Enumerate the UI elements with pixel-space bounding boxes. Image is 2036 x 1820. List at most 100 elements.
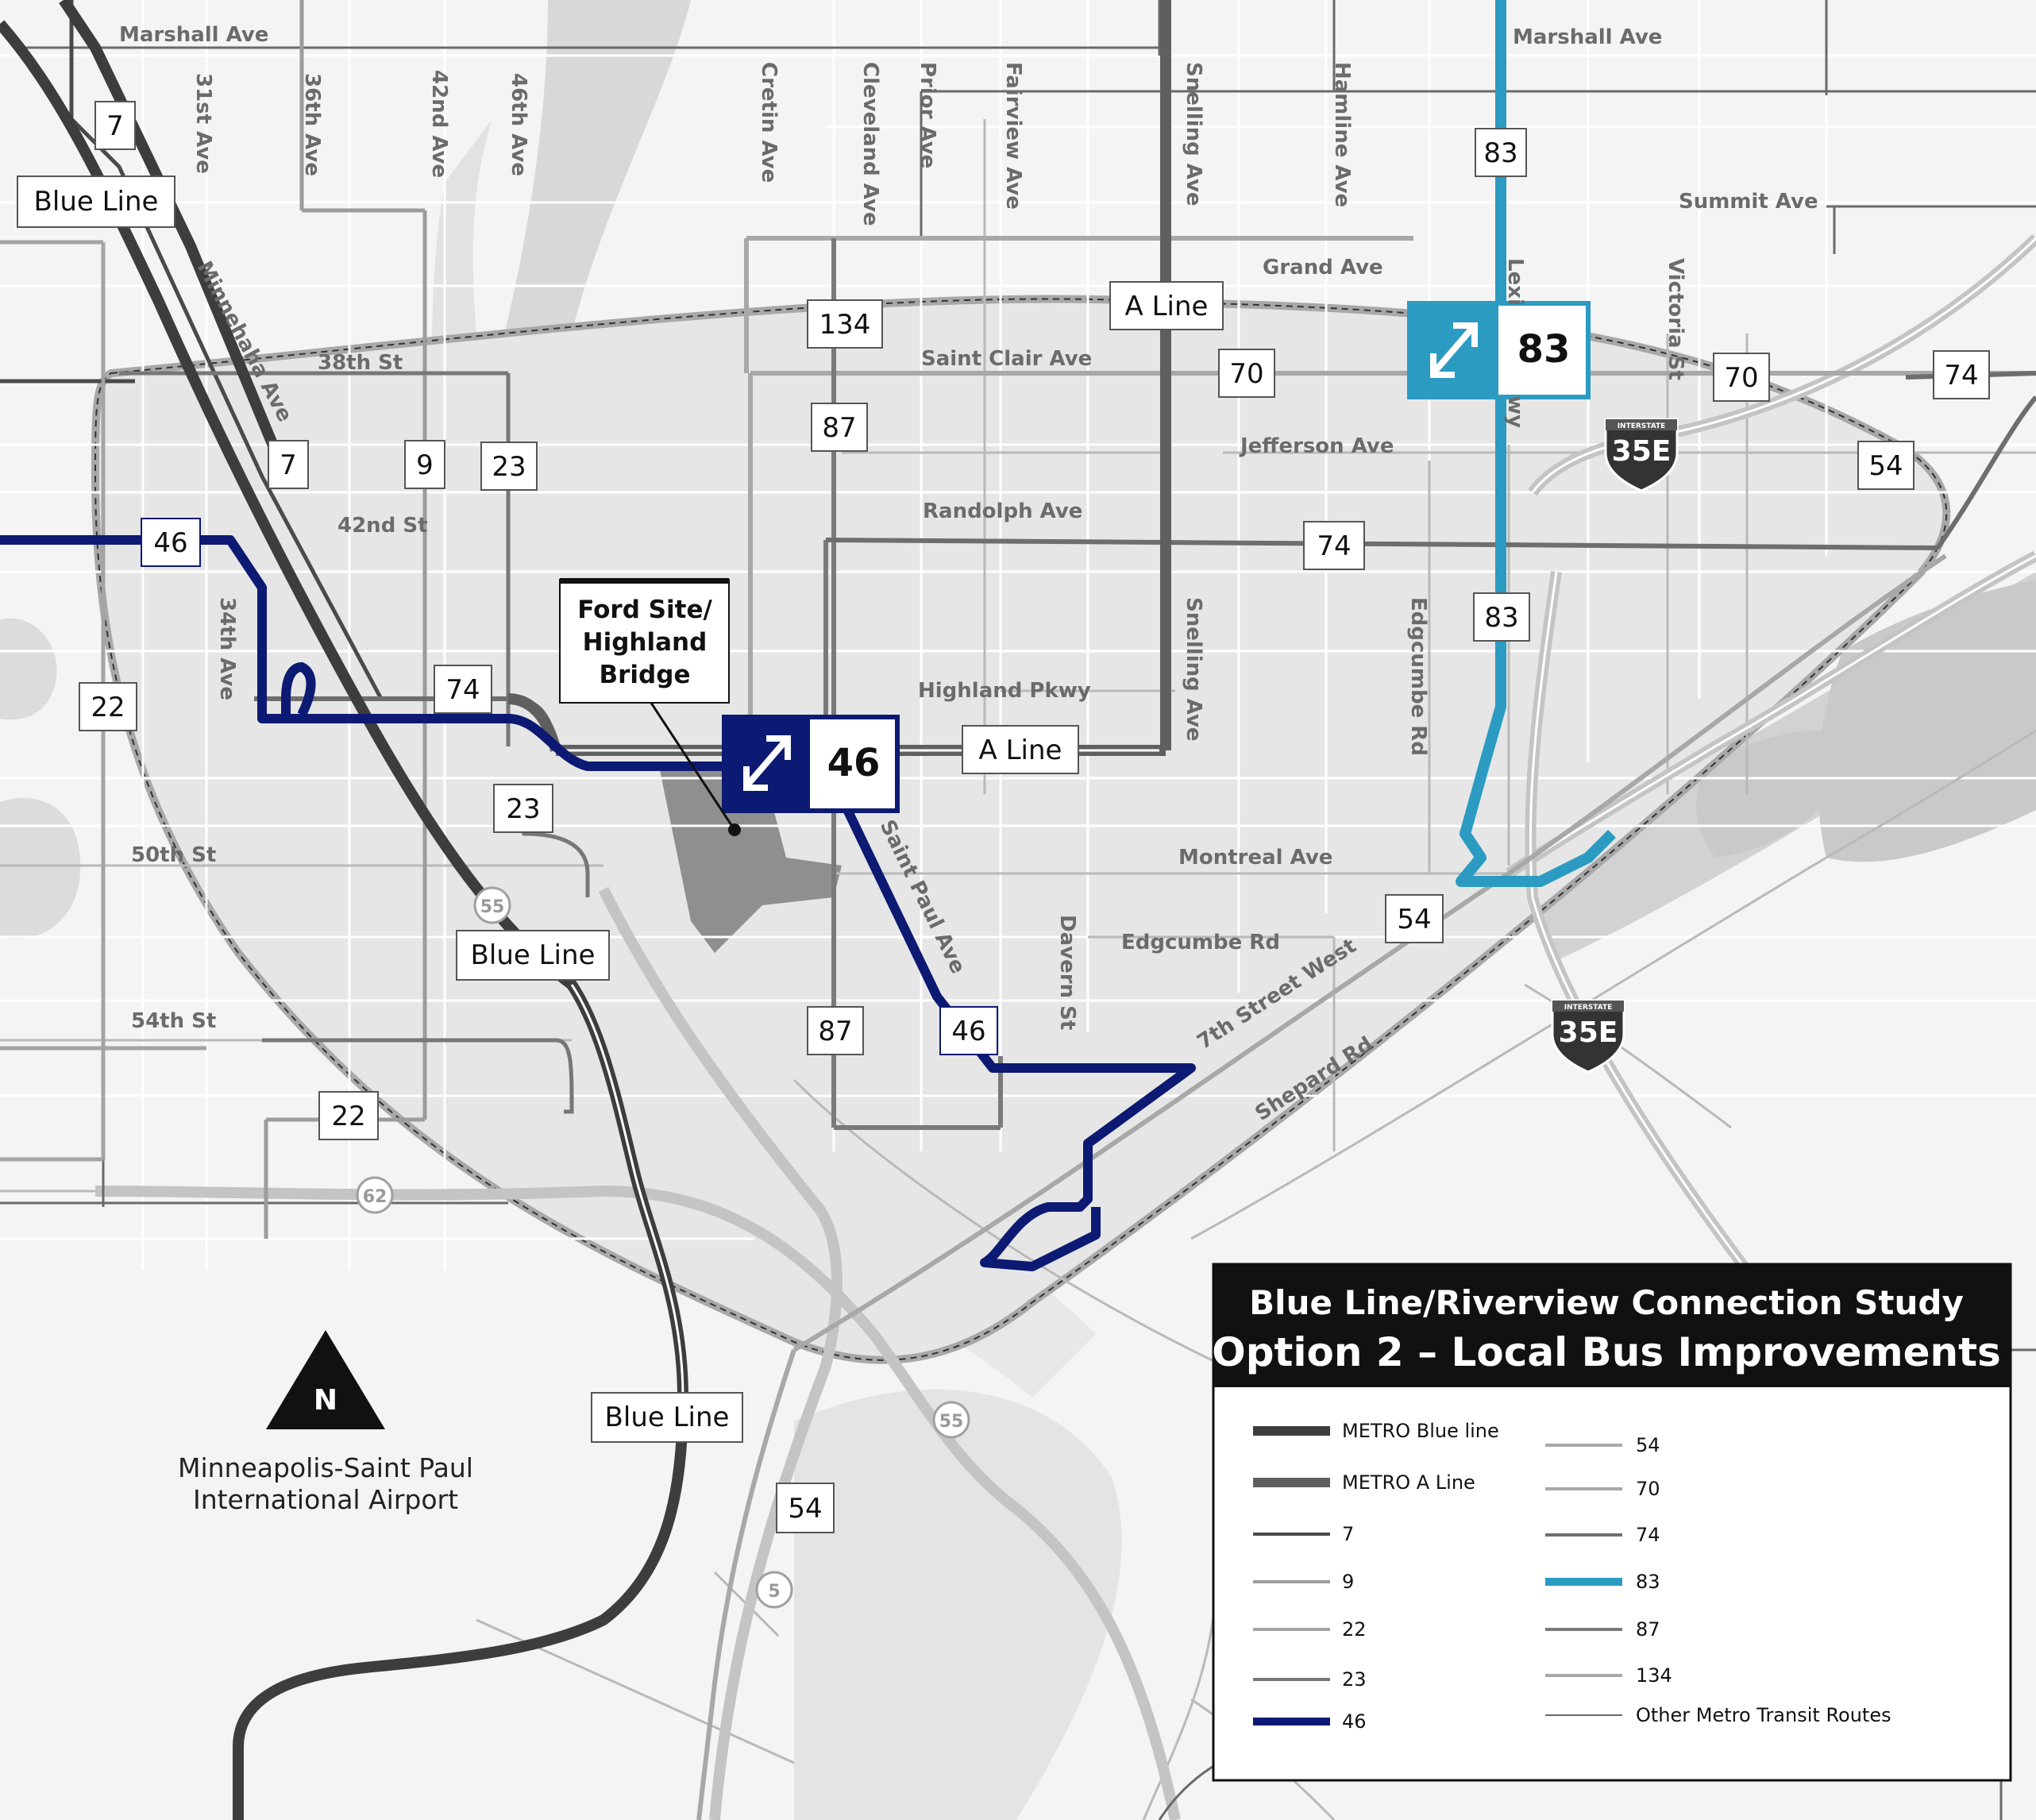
- street-label: Randolph Ave: [923, 499, 1082, 523]
- ford-site-label: Ford Site/ Highland Bridge: [559, 578, 730, 704]
- svg-text:35E: 35E: [1559, 1016, 1618, 1049]
- legend-item-7: 7: [1253, 1523, 1354, 1545]
- route-labels: 7 Blue Line 83 A Line 134 70 70 74 87 7 …: [17, 101, 1990, 1533]
- street-label: Fairview Ave: [1001, 62, 1025, 210]
- svg-text:83: 83: [1484, 602, 1518, 634]
- street-label: Davern St: [1055, 915, 1079, 1030]
- svg-text:7: 7: [280, 449, 297, 481]
- legend-item-134: 134: [1545, 1664, 1672, 1687]
- route-54-label: 54: [1857, 441, 1915, 490]
- route-83-label: 83: [1473, 592, 1530, 642]
- highway-55-marker-icon: 55: [932, 1401, 970, 1439]
- route-23-label: 23: [480, 442, 538, 491]
- svg-text:22: 22: [331, 1101, 365, 1132]
- legend-item-74: 74: [1545, 1524, 1660, 1546]
- svg-text:134: 134: [1636, 1664, 1672, 1687]
- street-label: 54th St: [131, 1009, 216, 1033]
- svg-text:87: 87: [822, 412, 856, 444]
- svg-text:54: 54: [1868, 450, 1903, 482]
- street-label: Montreal Ave: [1178, 846, 1332, 870]
- route-46-improvement-badge: 46: [722, 715, 900, 813]
- street-label: Prior Ave: [916, 62, 939, 168]
- svg-text:22: 22: [1342, 1618, 1367, 1641]
- street-label: 31st Ave: [191, 73, 215, 174]
- north-letter: N: [314, 1384, 337, 1417]
- street-label: Marshall Ave: [119, 23, 268, 47]
- route-54-70-134: [696, 236, 2036, 1820]
- route-7-label: 7: [268, 440, 309, 489]
- svg-text:9: 9: [416, 449, 434, 481]
- route-74-label: 74: [1933, 350, 1990, 399]
- blue-line-label: Blue Line: [17, 175, 175, 228]
- ford-site-line3: Bridge: [600, 661, 691, 689]
- route-87-label: 87: [811, 403, 868, 452]
- svg-text:83: 83: [1636, 1571, 1660, 1593]
- route-87-label: 87: [807, 1006, 864, 1055]
- svg-text:74: 74: [1944, 360, 1978, 391]
- highway-62-marker-icon: 62: [356, 1176, 394, 1214]
- legend-item-blue-line: METRO Blue line: [1253, 1420, 1499, 1442]
- svg-text:55: 55: [939, 1412, 964, 1432]
- svg-text:62: 62: [363, 1187, 388, 1207]
- a-line-label: A Line: [1109, 281, 1224, 330]
- street-label: Marshall Ave: [1513, 25, 1662, 49]
- street-label: Saint Clair Ave: [921, 347, 1092, 371]
- legend-item-other-routes: Other Metro Transit Routes: [1545, 1704, 1891, 1726]
- svg-text:7: 7: [106, 110, 124, 142]
- svg-text:23: 23: [506, 793, 540, 825]
- street-label: Hamline Ave: [1330, 62, 1354, 207]
- street-label: Summit Ave: [1679, 190, 1818, 214]
- street-label: wy: [1503, 395, 1527, 428]
- svg-text:46: 46: [1342, 1710, 1367, 1733]
- route-70-label: 70: [1218, 349, 1275, 398]
- street-label: Highland Pkwy: [918, 679, 1091, 703]
- svg-text:74: 74: [1317, 530, 1351, 562]
- ford-site-parcel: [659, 766, 842, 953]
- street-label: Grand Ave: [1263, 256, 1383, 280]
- lake-west: [0, 618, 57, 720]
- svg-text:9: 9: [1342, 1571, 1354, 1593]
- svg-text:54: 54: [1636, 1434, 1660, 1456]
- route-74-label: 74: [1303, 521, 1365, 570]
- airport-label-line2: International Airport: [193, 1484, 458, 1515]
- route-70-label: 70: [1713, 353, 1770, 402]
- route-22-label: 22: [318, 1091, 379, 1140]
- street-label: Snelling Ave: [1182, 597, 1205, 742]
- svg-text:INTERSTATE: INTERSTATE: [1618, 422, 1666, 430]
- airport-label-line1: Minneapolis-Saint Paul: [178, 1452, 473, 1483]
- ford-site-leader: [642, 690, 736, 831]
- svg-text:87: 87: [818, 1016, 852, 1047]
- ford-site-marker: [728, 823, 741, 836]
- route-74-label: 74: [434, 665, 492, 714]
- svg-text:87: 87: [1636, 1618, 1660, 1641]
- svg-text:35E: 35E: [1612, 435, 1672, 468]
- svg-text:46: 46: [153, 527, 187, 559]
- svg-text:23: 23: [1342, 1668, 1367, 1691]
- svg-text:54: 54: [1397, 904, 1431, 935]
- highway-5-marker-icon: 5: [755, 1571, 793, 1609]
- freeway-centerlines: [1508, 237, 2036, 1271]
- route-23: [119, 371, 590, 1114]
- route-134-label: 134: [807, 299, 883, 349]
- study-area-dash: [94, 298, 1948, 1361]
- interstate-35e-shield-icon: INTERSTATE 35E: [1551, 999, 1625, 1074]
- svg-text:74: 74: [445, 674, 480, 706]
- legend-item-54: 54: [1545, 1434, 1660, 1456]
- route-23-label: 23: [493, 784, 553, 833]
- route-46-label: 46: [939, 1006, 998, 1055]
- route-9-label: 9: [404, 440, 445, 489]
- route-54-label: 54: [1385, 894, 1444, 943]
- svg-text:Blue Line: Blue Line: [471, 939, 596, 971]
- route-22-label: 22: [79, 682, 137, 731]
- legend-item-23: 23: [1253, 1668, 1367, 1691]
- svg-text:70: 70: [1636, 1478, 1660, 1500]
- svg-text:Blue Line: Blue Line: [605, 1402, 730, 1433]
- blue-line-label: Blue Line: [591, 1392, 743, 1443]
- expand-arrow-icon: [743, 735, 791, 791]
- ford-site-line2: Highland: [583, 628, 708, 657]
- street-label: 38th St: [318, 351, 403, 375]
- svg-text:METRO Blue line: METRO Blue line: [1342, 1420, 1499, 1442]
- svg-text:74: 74: [1636, 1524, 1660, 1546]
- route-83-improvement-badge: 83: [1407, 301, 1591, 399]
- svg-text:Other Metro Transit Routes: Other Metro Transit Routes: [1636, 1704, 1891, 1726]
